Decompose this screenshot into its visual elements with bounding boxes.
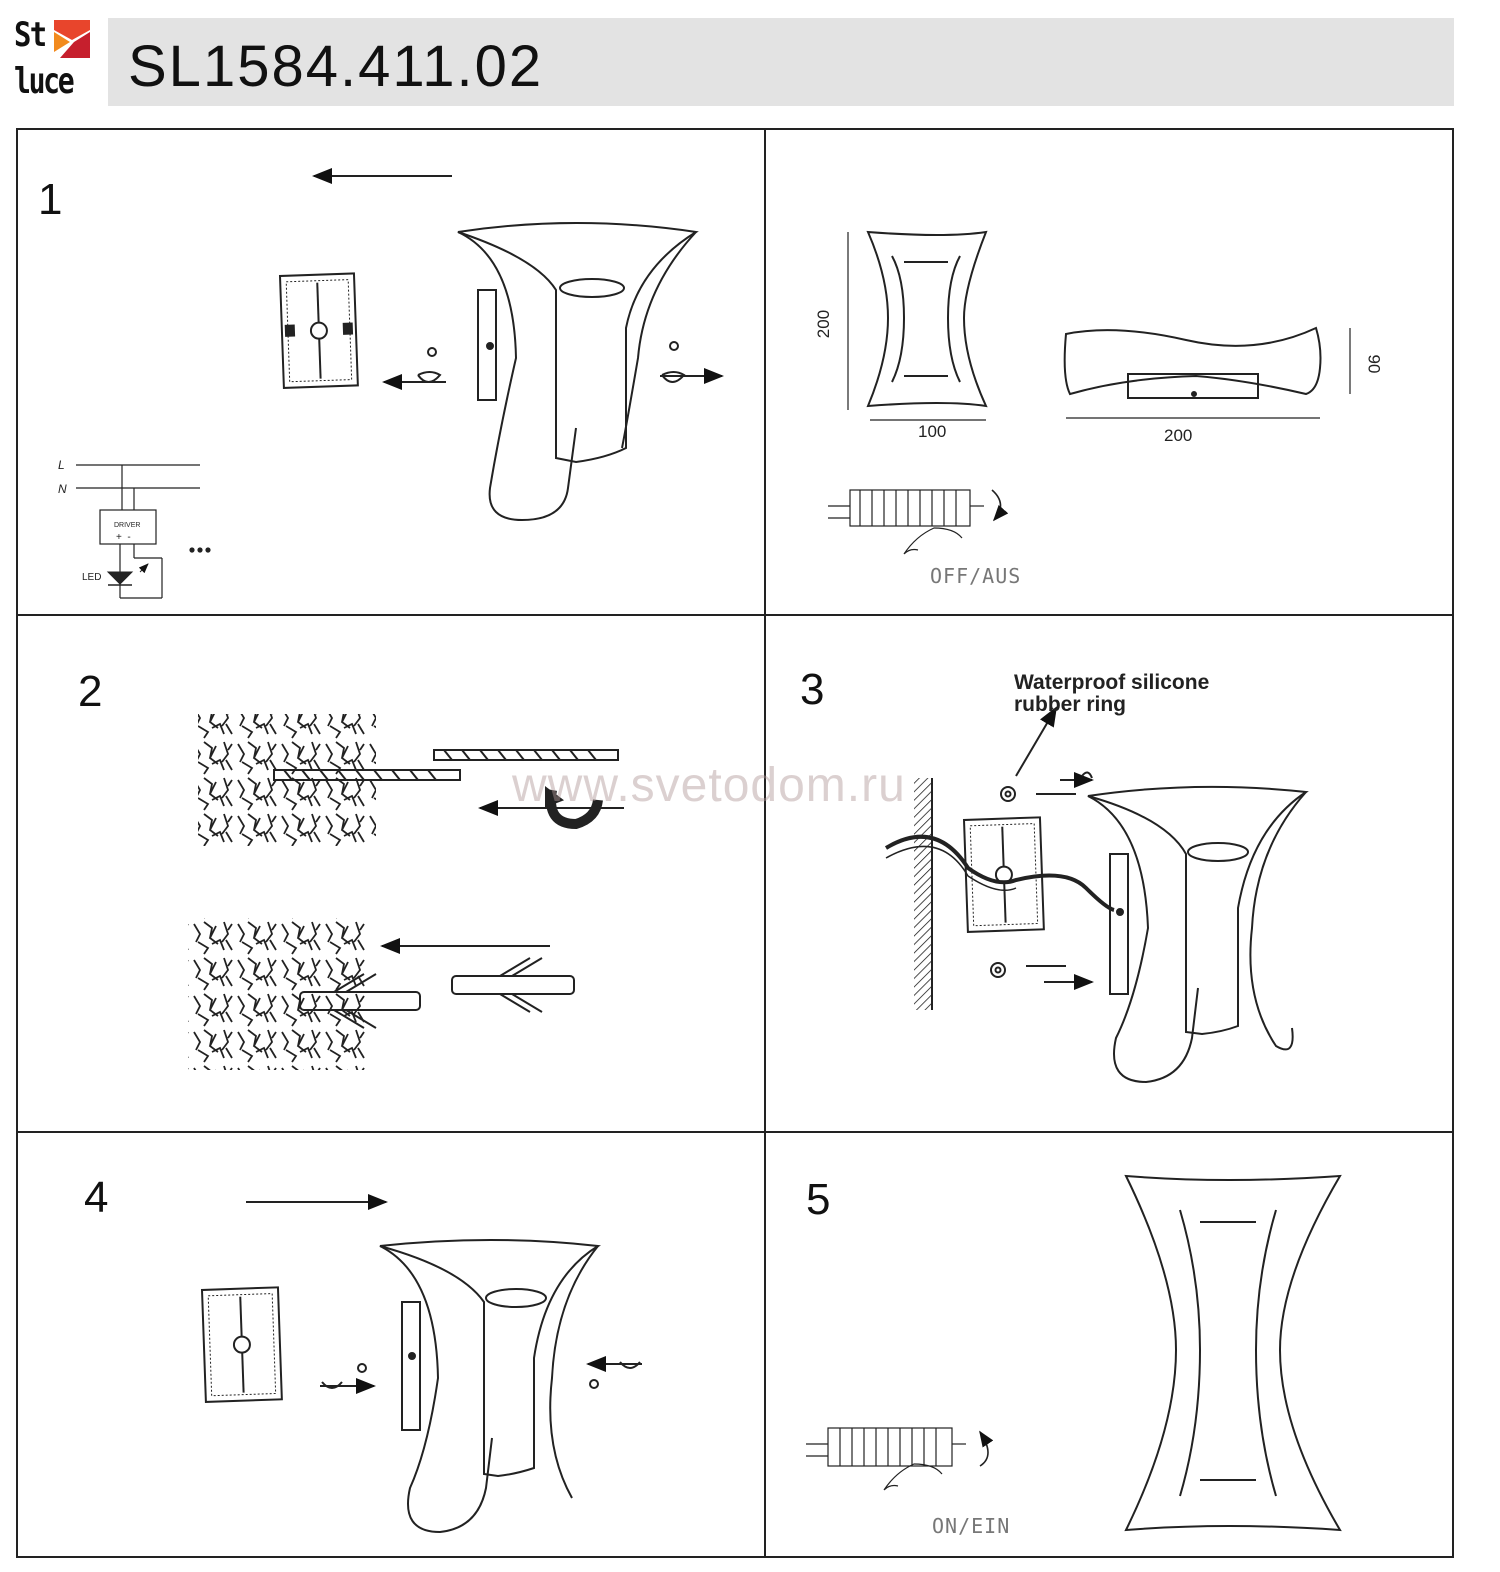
callout-line-1: Waterproof silicone xyxy=(1014,671,1210,694)
wiring-label-line: L xyxy=(58,458,65,472)
lamp-body-step1 xyxy=(457,222,699,522)
brand-logo: St luce xyxy=(14,18,94,108)
wall-anchor-loose xyxy=(451,957,575,1013)
model-code: SL1584.411.02 xyxy=(128,34,544,99)
mounting-plate-step3 xyxy=(962,816,1045,933)
lamp-body-step3 xyxy=(1087,785,1309,1084)
lamp-front-view xyxy=(1124,1174,1342,1532)
dimension-top-depth: 90 xyxy=(1364,354,1384,374)
dimension-front-height: 200 xyxy=(814,309,834,339)
dimension-front-width: 100 xyxy=(918,422,947,441)
step3-drawing xyxy=(884,706,1309,1084)
step-number-5: 5 xyxy=(806,1175,831,1224)
instruction-drawings xyxy=(16,128,1454,1558)
step2-drawing xyxy=(188,714,624,1070)
dimensions-drawing xyxy=(828,230,1351,555)
lamp-body-step4 xyxy=(379,1239,601,1534)
step-number-2: 2 xyxy=(78,667,103,716)
mounting-plate xyxy=(278,272,359,389)
callout-silicone-ring: Waterproof silicone rubber ring xyxy=(1014,672,1209,716)
mounting-plate-step4 xyxy=(200,1286,283,1403)
step-number-4: 4 xyxy=(84,1173,109,1222)
switch-off-label: OFF/AUS xyxy=(930,564,1022,588)
brand-logo-mark xyxy=(54,20,90,58)
grid-border xyxy=(16,128,1454,1558)
header-bar xyxy=(108,18,1454,106)
brand-logo-line2: luce xyxy=(14,61,75,102)
wiring-label-polarity: + - xyxy=(116,532,131,543)
step4-drawing xyxy=(200,1194,642,1534)
wall-anchor-inserted xyxy=(299,973,421,1029)
wiring-label-led: LED xyxy=(82,572,102,583)
wiring-label-driver: DRIVER xyxy=(114,522,141,529)
mounting-wall xyxy=(914,778,932,1010)
step5-drawing xyxy=(806,1174,1342,1532)
step-number-1: 1 xyxy=(38,175,63,224)
watermark: www.svetodom.ru xyxy=(512,759,906,812)
terminal-block-on xyxy=(806,1427,994,1491)
wiring-label-neutral: N xyxy=(58,482,67,496)
step-number-3: 3 xyxy=(800,665,825,714)
wall-section-lower xyxy=(188,918,366,1070)
terminal-block-off xyxy=(828,489,1009,555)
brand-logo-line1: St xyxy=(14,15,47,55)
instruction-grid: 1 2 3 4 5 200 100 200 90 L N DRIVER + - … xyxy=(16,128,1454,1558)
dimension-top-width: 200 xyxy=(1164,426,1193,445)
step1-drawing xyxy=(76,168,724,599)
switch-on-label: ON/EIN xyxy=(932,1514,1011,1538)
callout-line-2: rubber ring xyxy=(1014,693,1127,716)
drill-bit-upper xyxy=(433,749,619,761)
drill-bit-lower xyxy=(273,769,461,781)
